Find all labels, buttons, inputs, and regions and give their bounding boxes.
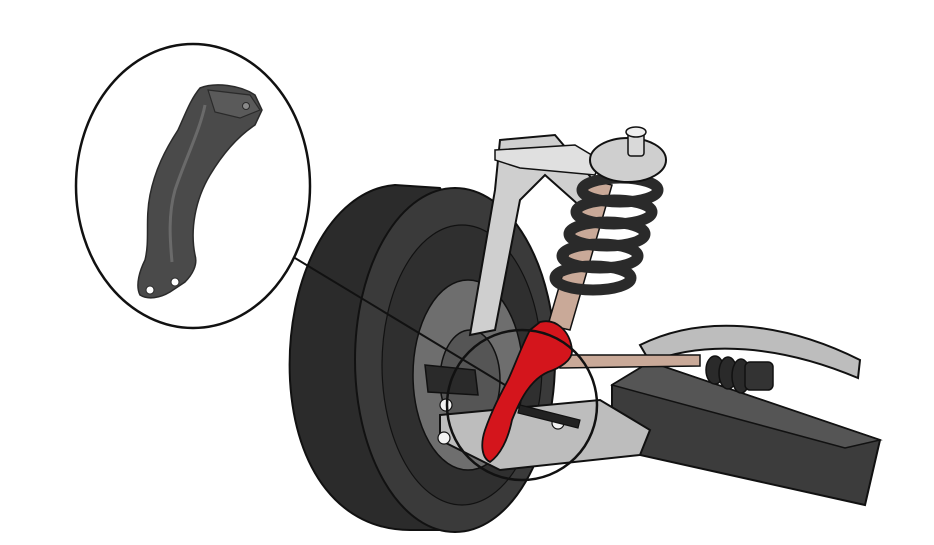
callout-leader-line xyxy=(284,251,506,386)
rear-link xyxy=(638,324,862,380)
bracket-top-hole xyxy=(242,102,250,110)
highlighted-knuckle xyxy=(481,320,573,464)
tie-rod-shaft xyxy=(517,404,581,429)
bracket-part-body xyxy=(137,84,263,299)
magnifier-circle-icon xyxy=(445,328,599,482)
bracket-mount-hole-2 xyxy=(170,277,180,287)
drive-shaft xyxy=(559,354,774,394)
cv-boot xyxy=(705,355,774,394)
bracket-part-rib xyxy=(168,104,207,263)
bracket-mount-hole-1 xyxy=(145,285,155,295)
subframe xyxy=(610,324,883,507)
bracket-part-icon xyxy=(137,84,263,299)
bracket-part-head xyxy=(207,89,261,119)
subframe-top xyxy=(610,361,883,449)
top-mount-cap xyxy=(625,126,647,138)
upper-arm-top xyxy=(494,144,601,176)
upper-control-arm xyxy=(468,133,612,337)
lower-bolt-3 xyxy=(437,431,451,445)
coilover xyxy=(547,126,667,331)
